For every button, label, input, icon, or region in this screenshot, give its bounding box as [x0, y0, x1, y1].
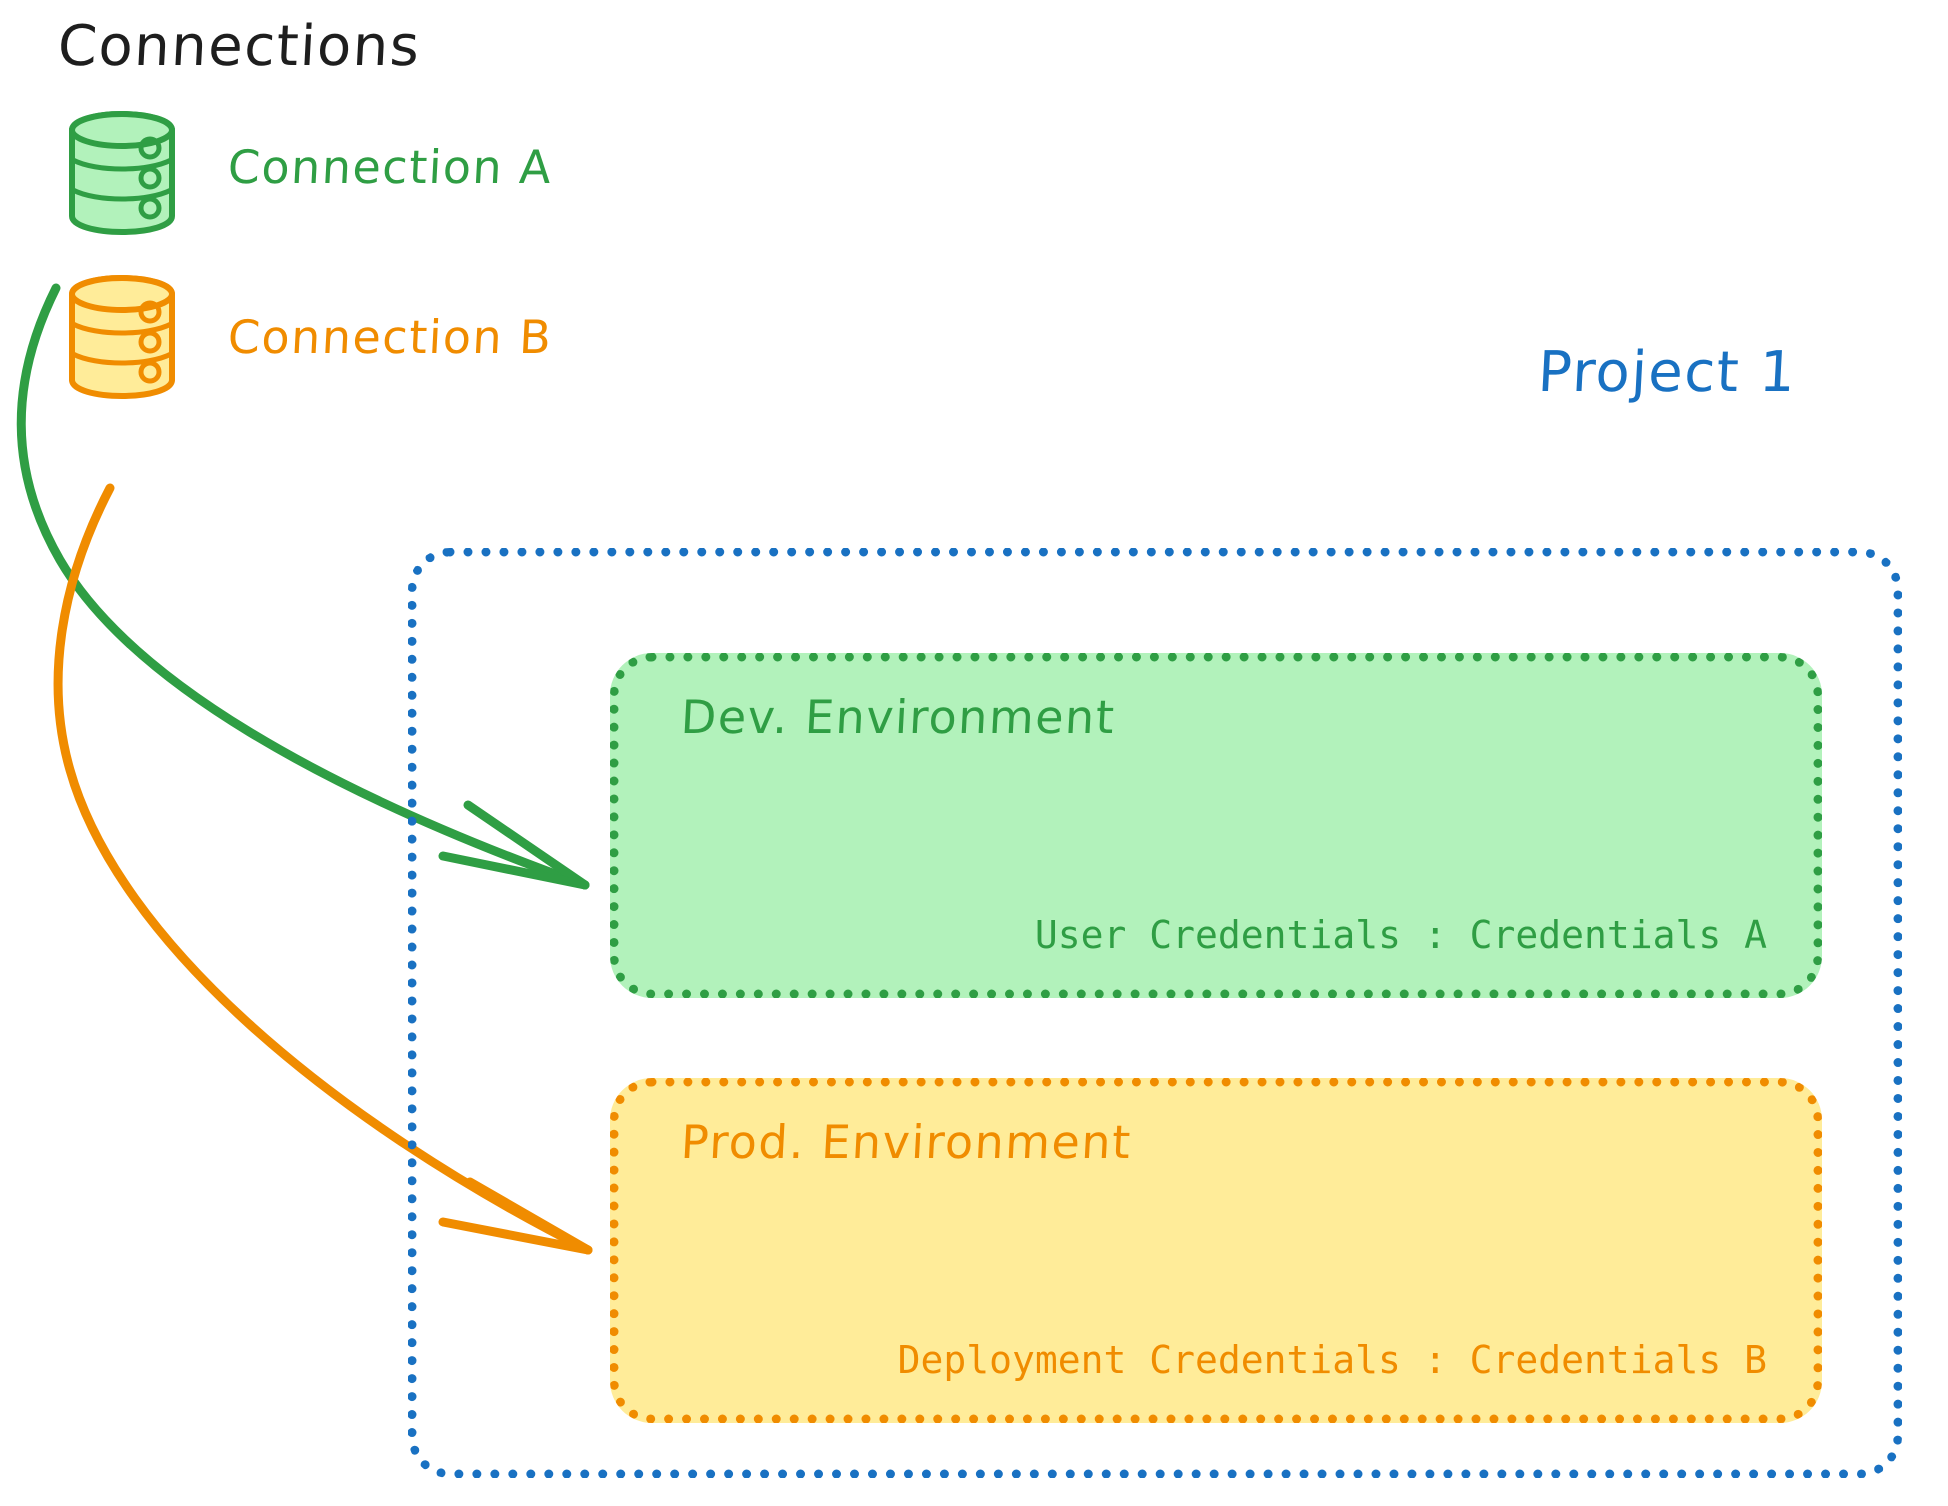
prod-environment-credentials: Deployment Credentials : Credentials B — [897, 1338, 1767, 1382]
page-title: Connections — [56, 14, 423, 79]
dev-environment-title: Dev. Environment — [679, 690, 1117, 744]
connection-a-label: Connection A — [226, 140, 554, 194]
connection-b-label: Connection B — [226, 310, 554, 364]
dev-environment-credentials: User Credentials : Credentials A — [1034, 913, 1767, 957]
database-icon-connection-b — [69, 275, 175, 399]
prod-environment-title: Prod. Environment — [679, 1115, 1134, 1169]
arrow-connection-a-to-dev — [16, 283, 590, 890]
dev-environment-container: Dev. Environment User Credentials : Cred… — [610, 653, 1822, 998]
project-container — [408, 548, 1902, 1478]
arrow-connection-b-to-prod — [53, 483, 593, 1255]
project-label: Project 1 — [1536, 340, 1799, 405]
database-icon-connection-a — [69, 111, 175, 235]
prod-environment-container: Prod. Environment Deployment Credentials… — [610, 1078, 1822, 1423]
